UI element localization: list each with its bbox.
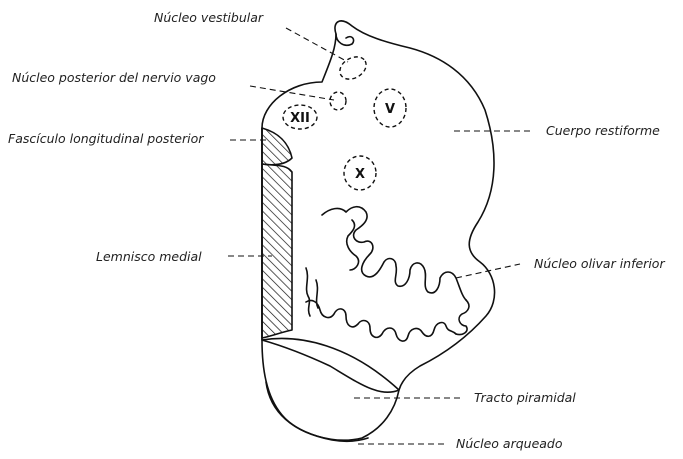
olivary-inner-fold xyxy=(347,220,359,270)
fasciculus-region xyxy=(262,128,292,165)
label-cuerpo-restiforme: Cuerpo restiforme xyxy=(546,123,660,138)
label-lemnisco-medial: Lemnisco medial xyxy=(96,249,202,264)
label-tracto-piramidal: Tracto piramidal xyxy=(474,390,576,405)
vestibular-notch xyxy=(336,34,354,45)
nucleus-xii-label: XII xyxy=(290,111,310,126)
nucleus-v-label: V xyxy=(385,102,395,117)
label-nucleo-posterior-vago: Núcleo posterior del nervio vago xyxy=(12,70,216,85)
nucleus-x-label: X xyxy=(355,167,365,182)
lemniscus-region xyxy=(262,164,292,338)
leader-nucleo-vestibular xyxy=(286,28,348,62)
vagus-posterior-nucleus xyxy=(330,92,346,110)
label-nucleo-arqueado: Núcleo arqueado xyxy=(456,436,563,451)
olivary-lower-fold xyxy=(306,300,456,341)
leader-nucleo-olivar xyxy=(456,264,520,278)
arcuate-outline xyxy=(266,382,368,441)
pyramid-outline xyxy=(262,338,399,440)
olivary-left-strand-1 xyxy=(306,268,310,316)
label-nucleo-olivar: Núcleo olivar inferior xyxy=(534,256,665,271)
olivary-right-fold xyxy=(456,300,469,335)
label-fasciculo-longitudinal: Fascículo longitudinal posterior xyxy=(8,131,204,146)
olivary-upper-fold xyxy=(322,207,466,300)
label-nucleo-vestibular: Núcleo vestibular xyxy=(154,10,264,25)
vestibular-nucleus xyxy=(336,52,370,83)
